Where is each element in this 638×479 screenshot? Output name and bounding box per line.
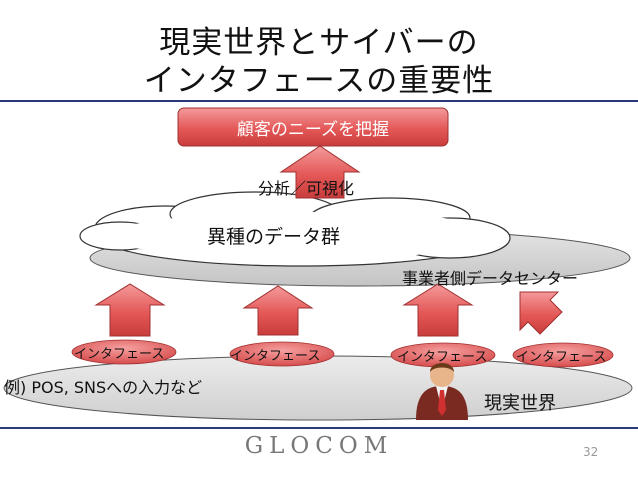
interface-arrow-2 <box>242 285 314 336</box>
data-cloud-label: 異種のデータ群 <box>207 226 341 248</box>
interface-node-4 <box>512 342 614 368</box>
interface-label-1: インタフェース <box>74 347 165 362</box>
analysis-arrow <box>279 145 361 199</box>
interface-label-3: インタフェース <box>397 350 488 365</box>
datacenter-label: 事業者側データセンター <box>402 269 579 288</box>
customer-needs-label: 顧客のニーズを把握 <box>236 120 390 140</box>
interface-label-2: インタフェース <box>230 349 321 364</box>
example-label: 例) POS, SNSへの入力など <box>4 378 203 397</box>
customer-needs-box <box>177 107 449 147</box>
slide-title: 現実世界とサイバーの インタフェースの重要性 <box>0 24 638 100</box>
real-world-label: 現実世界 <box>484 393 556 414</box>
interface-label-4: インタフェース <box>516 350 607 365</box>
interface-arrow-1 <box>94 283 166 337</box>
title-line-2: インタフェースの重要性 <box>143 63 495 99</box>
title-line-1: 現実世界とサイバーの <box>159 25 479 61</box>
interface-arrow-3 <box>402 283 474 337</box>
glocom-logo: GLOCOM <box>244 433 394 459</box>
data-cloud <box>79 191 511 267</box>
page-number: 32 <box>583 445 599 459</box>
interface-arrow-4 <box>519 291 563 335</box>
interface-node-1 <box>71 339 177 365</box>
top-rule <box>0 100 638 102</box>
interface-node-2 <box>229 341 335 367</box>
person-icon <box>416 363 468 420</box>
bottom-rule <box>0 427 638 429</box>
analysis-label: 分析／可視化 <box>258 179 355 198</box>
